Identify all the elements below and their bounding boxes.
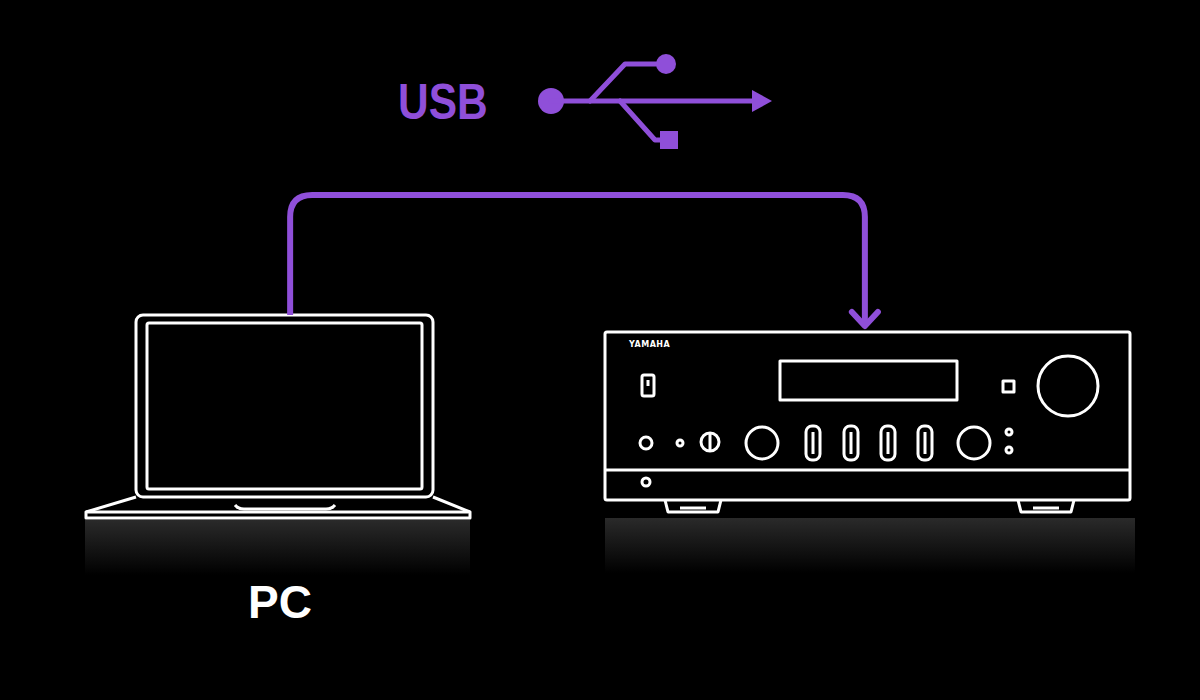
laptop-node: PC [85, 315, 475, 625]
amp-reflection [605, 518, 1135, 573]
laptop-drawing [86, 315, 470, 518]
connection-label: USB [398, 77, 488, 127]
amplifier-node: YAMAHA [605, 332, 1130, 500]
amplifier-drawing [605, 332, 1130, 512]
connector-line [290, 195, 865, 326]
node-name: PC [85, 579, 475, 625]
arrow-head [852, 312, 878, 326]
laptop-reflection [85, 520, 470, 575]
brand-logo: YAMAHA [629, 341, 670, 349]
usb-symbol [538, 54, 772, 149]
usb-connector [290, 195, 878, 326]
